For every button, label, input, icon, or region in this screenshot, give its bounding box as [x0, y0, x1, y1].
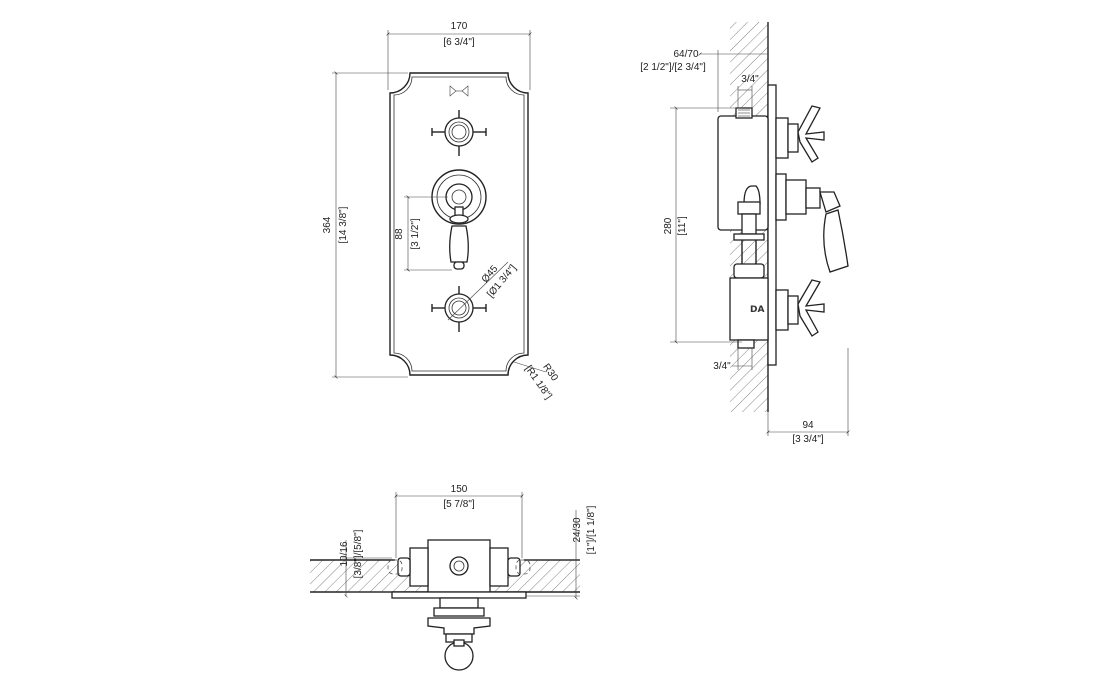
- top-cross-handle: [431, 110, 487, 156]
- left-depth-mm: 10/16: [339, 541, 350, 566]
- projection-in: [3 3/4"]: [792, 434, 824, 445]
- connection-bottom-dimension: [732, 348, 753, 370]
- side-height-dimension: [670, 106, 742, 344]
- front-height-mm: 364: [322, 216, 333, 233]
- side-height-in: [11"]: [677, 216, 688, 236]
- left-depth-in: [3/8"]/[5/8"]: [353, 529, 364, 578]
- brand-logo: [449, 85, 469, 97]
- depth-range-mm: 64/70: [673, 49, 698, 60]
- top-width-mm: 150: [451, 484, 468, 495]
- front-height-in: [14 3/8"]: [338, 206, 349, 243]
- right-depth-in: [1"]/[1 1/8"]: [586, 505, 597, 554]
- front-width-dimension: [386, 30, 532, 90]
- connection-bottom-label: 3/4": [713, 361, 731, 372]
- spacing-dimension: [404, 195, 452, 272]
- radius-leader: [513, 361, 547, 373]
- front-height-dimension: [332, 71, 408, 379]
- spacing-mm: 88: [394, 228, 405, 240]
- left-depth-dimension: [342, 540, 392, 598]
- connection-top-dimension: [737, 86, 753, 108]
- bottom-cross-handle: [431, 286, 487, 332]
- projection-mm: 94: [802, 420, 814, 431]
- side-bottom-handle: [775, 279, 825, 337]
- projection-dimension: [766, 348, 850, 436]
- valve-lower-body: [729, 277, 769, 341]
- front-plate-outline: [389, 72, 529, 376]
- depth-range-in: [2 1/2"]/[2 3/4"]: [640, 62, 706, 73]
- top-width-dimension: [394, 492, 524, 558]
- depth-range-dimension: [698, 50, 768, 112]
- svg-text:DA: DA: [750, 305, 764, 315]
- front-width-mm: 170: [451, 21, 468, 32]
- front-width-in: [6 3/4"]: [443, 37, 475, 48]
- right-depth-mm: 24/30: [572, 517, 583, 542]
- top-view: 150 [5 7/8"] 10/16 [3/8"]/[5/8"] 24/30 […: [310, 484, 597, 671]
- side-height-mm: 280: [663, 217, 674, 234]
- center-lever-handle: [431, 169, 487, 270]
- top-width-in: [5 7/8"]: [443, 499, 475, 510]
- spacing-in: [3 1/2"]: [410, 218, 421, 250]
- side-top-handle: [775, 105, 825, 163]
- side-plate: [767, 84, 777, 366]
- connection-top-label: 3/4": [741, 74, 759, 85]
- diameter-leader: [447, 261, 509, 321]
- right-depth-dimension: [526, 510, 580, 600]
- top-plate: [391, 591, 527, 599]
- side-view: DA 64/70 [2 1/2"]/[2 3/4"]: [640, 22, 850, 445]
- side-lever-handle: [775, 173, 849, 273]
- front-view: 170 [6 3/4"] 364 [14 3/8"] 88 [3 1/2"] Ø…: [322, 21, 560, 402]
